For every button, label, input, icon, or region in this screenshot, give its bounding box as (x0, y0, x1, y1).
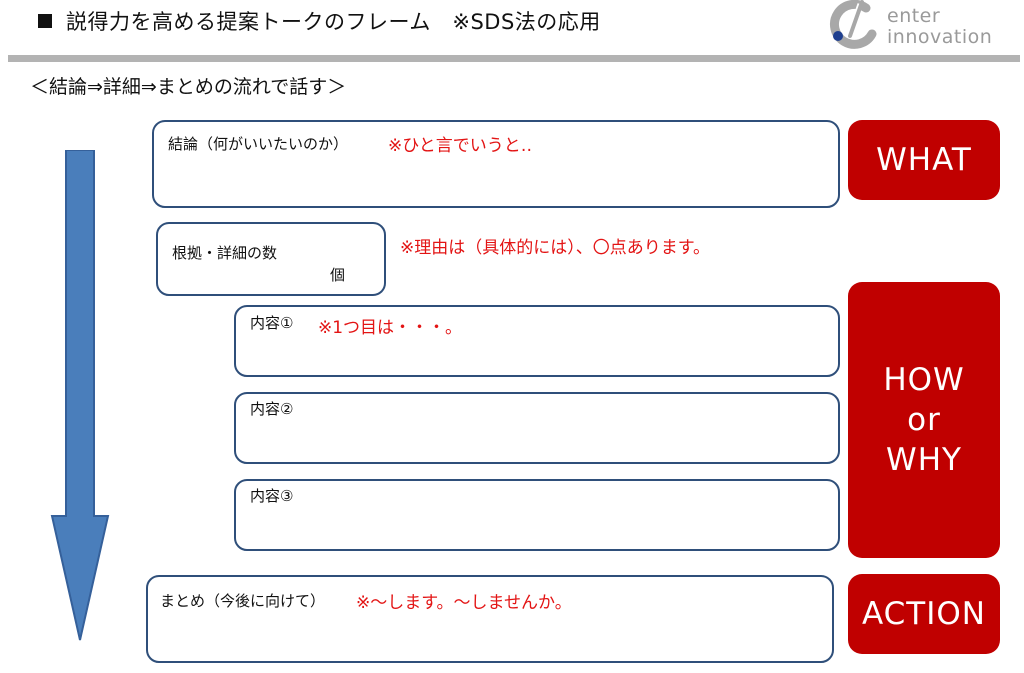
content-3-box (234, 479, 840, 551)
content-1-label: 内容① (250, 314, 294, 332)
logo-mark-icon (830, 0, 877, 49)
content-2-box (234, 392, 840, 464)
company-logo: enter innovation (822, 0, 1012, 52)
header-divider (8, 55, 1020, 62)
why-tag-text: WHY (886, 442, 962, 478)
conclusion-note: ※ひと言でいうと‥ (388, 136, 533, 156)
content-1-box (234, 305, 840, 377)
conclusion-box (152, 120, 840, 208)
flow-subtitle: ＜結論⇒詳細⇒まとめの流れで話す＞ (30, 76, 347, 98)
summary-label: まとめ（今後に向けて） (160, 592, 326, 610)
down-arrow-icon (50, 150, 110, 641)
summary-note: ※～します。～しませんか。 (356, 593, 572, 613)
or-tag-text: or (907, 402, 941, 438)
how-tag-text: HOW (883, 362, 965, 398)
basis-count-label: 根拠・詳細の数 (172, 244, 278, 262)
basis-note: ※理由は（具体的には）、〇点あります。 (400, 238, 711, 258)
title-bullet-square (38, 14, 52, 28)
basis-count-unit: 個 (330, 266, 346, 284)
logo-word-enter: enter (887, 5, 941, 27)
content-2-label: 内容② (250, 400, 294, 418)
page-title: 説得力を高める提案トークのフレーム ※SDS法の応用 (38, 6, 601, 36)
logo-word-innovation: innovation (887, 26, 993, 48)
page-title-text: 説得力を高める提案トークのフレーム ※SDS法の応用 (66, 10, 601, 34)
how-or-why-tag: HOW or WHY (848, 282, 1000, 558)
what-tag-text: WHAT (876, 142, 972, 178)
content-3-label: 内容③ (250, 487, 294, 505)
conclusion-label: 結論（何がいいたいのか） (168, 135, 349, 153)
what-tag: WHAT (848, 120, 1000, 200)
action-tag-text: ACTION (862, 596, 986, 632)
action-tag: ACTION (848, 574, 1000, 654)
basis-count-box (156, 222, 386, 296)
content-1-note: ※1つ目は・・・。 (318, 318, 463, 338)
summary-box (146, 575, 834, 663)
